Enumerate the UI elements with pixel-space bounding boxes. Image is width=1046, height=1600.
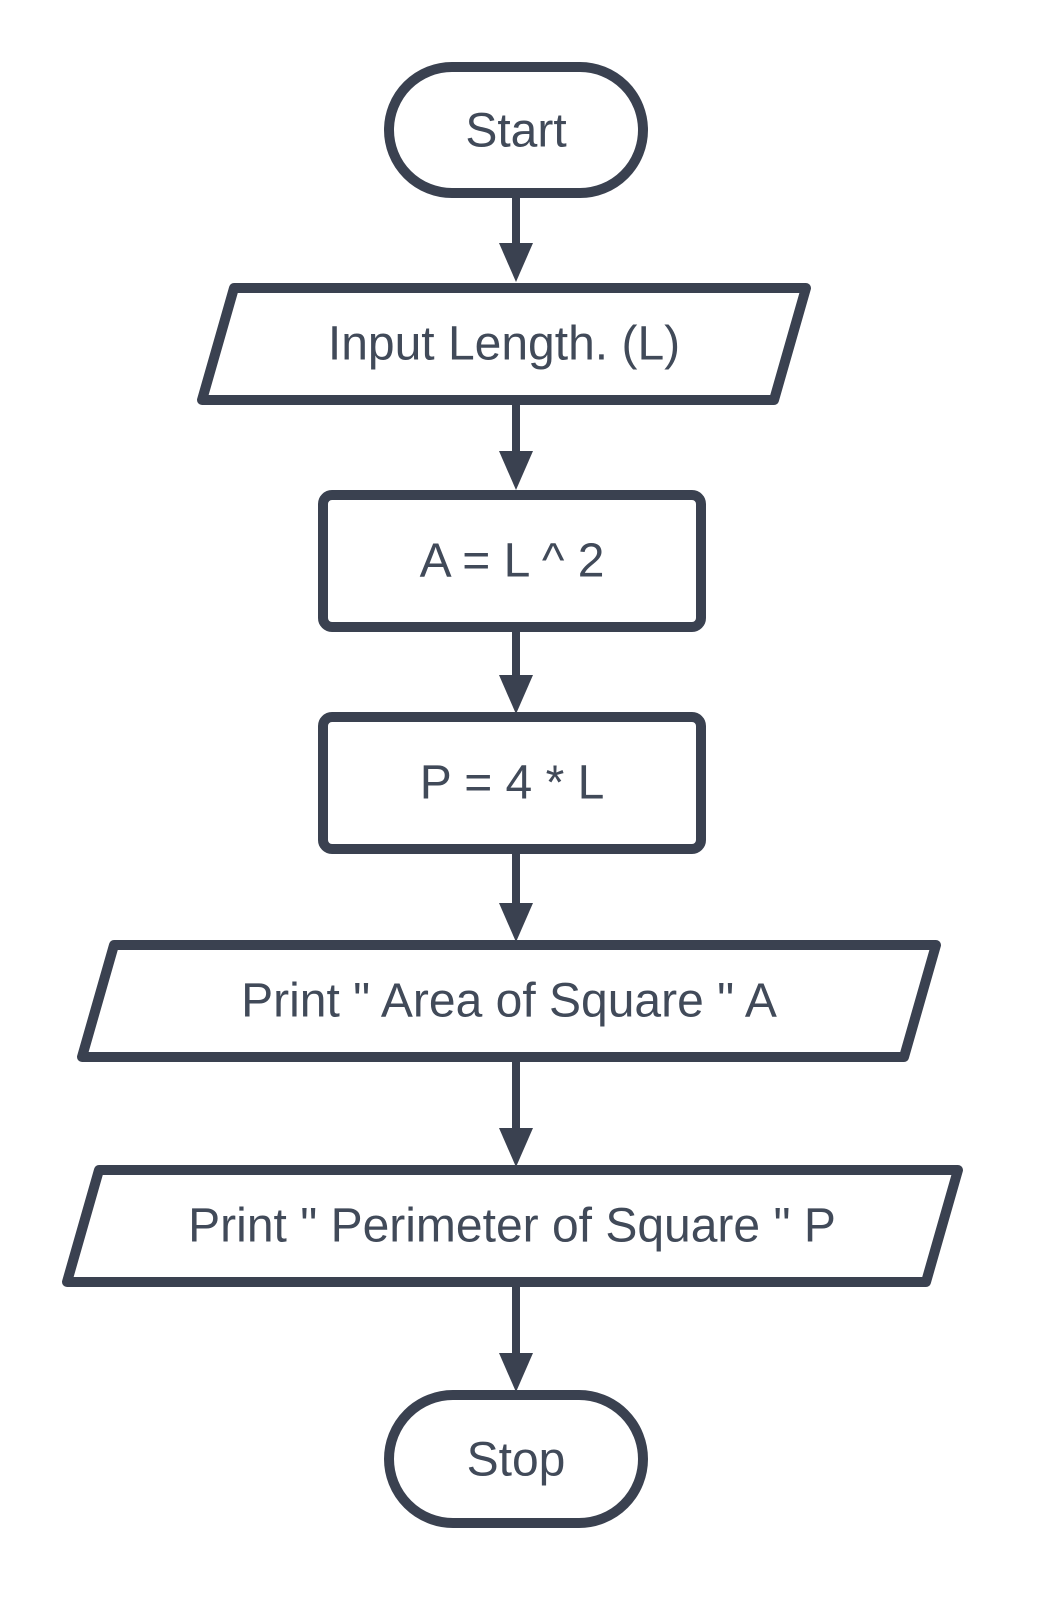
print-area-label: Print " Area of Square " A: [241, 975, 777, 1028]
node-io-input-length: Input Length. (L): [197, 283, 811, 405]
start-label: Start: [465, 105, 566, 158]
stop-terminator-shape: [384, 1390, 648, 1528]
arrow-print-perimeter-to-stop: [499, 1287, 533, 1392]
arrow-input-to-area: [499, 405, 533, 490]
node-io-print-perimeter: Print " Perimeter of Square " P: [62, 1165, 963, 1287]
print-perimeter-parallelogram-shape: [62, 1165, 963, 1287]
area-process-shape: [318, 490, 706, 632]
node-process-area: A = L ^ 2: [318, 490, 706, 632]
input-parallelogram-shape: [197, 283, 811, 405]
arrow-head-icon: [499, 243, 533, 282]
arrow-area-to-perimeter: [499, 632, 533, 714]
node-terminator-start: Start: [384, 62, 648, 198]
input-label: Input Length. (L): [328, 318, 680, 371]
arrow-head-icon: [499, 451, 533, 490]
area-label: A = L ^ 2: [420, 535, 605, 588]
node-io-print-area: Print " Area of Square " A: [77, 940, 941, 1062]
print-perimeter-label: Print " Perimeter of Square " P: [188, 1200, 836, 1253]
arrow-head-icon: [499, 1353, 533, 1392]
arrow-head-icon: [499, 1128, 533, 1167]
print-area-parallelogram-shape: [77, 940, 941, 1062]
arrow-print-area-to-print-perimeter: [499, 1062, 533, 1167]
arrow-head-icon: [499, 675, 533, 714]
arrow-perimeter-to-print-area: [499, 854, 533, 942]
start-terminator-shape: [384, 62, 648, 198]
node-process-perimeter: P = 4 * L: [318, 712, 706, 854]
arrow-start-to-input: [499, 198, 533, 282]
arrow-head-icon: [499, 903, 533, 942]
node-terminator-stop: Stop: [384, 1390, 648, 1528]
stop-label: Stop: [467, 1434, 566, 1487]
perimeter-label: P = 4 * L: [420, 757, 605, 810]
perimeter-process-shape: [318, 712, 706, 854]
